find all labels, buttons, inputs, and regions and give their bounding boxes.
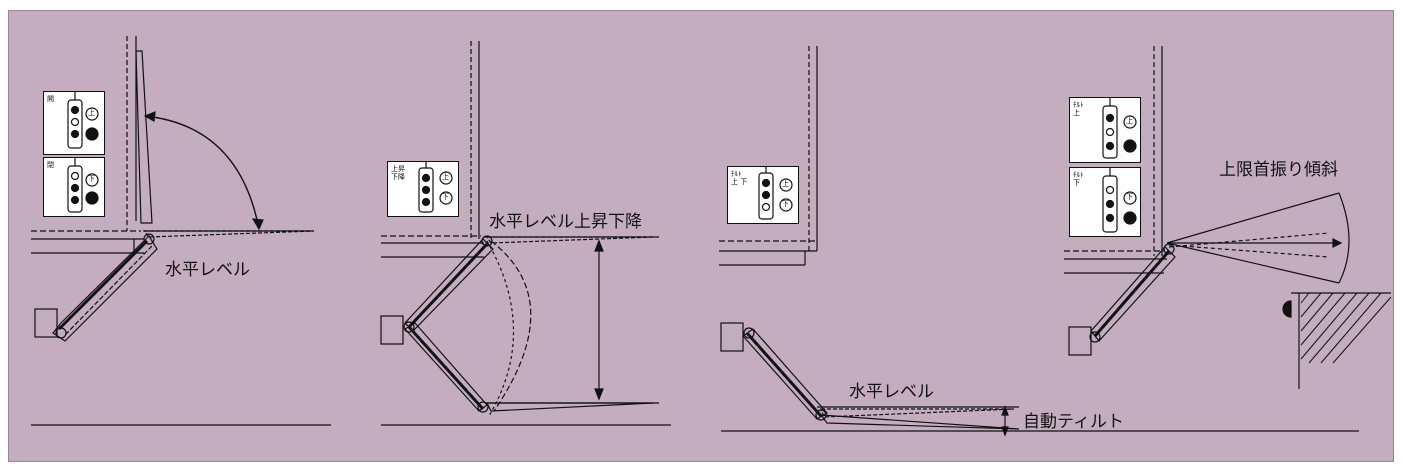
pendant-control-icon [418,162,453,213]
mechanism-drawings [31,36,1392,437]
up-button-label: 上 [88,109,95,117]
panel-1-drawing [31,36,331,426]
pendant-control-icon [1102,168,1137,233]
down-button-label: 下 [88,175,95,183]
pendant-control-icon [67,158,99,213]
pendant-control-icon [758,167,793,220]
label-auto-tilt: 自動ティルト [1023,412,1124,432]
pendant-tilt: ﾁﾙﾄ 上 下 上 下 [727,166,799,224]
up-button-label: 上 [442,173,449,181]
label-horizontal-level-1: 水平レベル [165,260,250,280]
down-button-label: 下 [1126,193,1133,201]
pendant-tilt-down: ﾁﾙﾄ 下 下 [1069,167,1141,237]
label-upper-limit-swing: 上限首振り傾斜 [1219,160,1338,180]
pendant-label: ﾁﾙﾄ 上 下 [731,170,748,186]
up-button-label: 上 [1126,117,1133,125]
down-button-label: 下 [442,193,449,201]
down-button-label: 下 [782,200,789,208]
pendant-label: ﾁﾙﾄ 下 [1073,171,1084,187]
diagram-panel: 開 上 閉 下 [8,10,1394,462]
pendant-tilt-up: ﾁﾙﾄ 上 上 [1069,97,1141,163]
label-horizontal-level-2: 水平レベル [849,382,934,402]
panel-2-drawing [380,41,671,426]
pendant-control-icon [67,92,99,149]
label-level-raise-lower: 水平レベル上昇下降 [489,212,642,232]
pendant-label: ﾁﾙﾄ 上 [1073,101,1084,117]
pendant-open: 開 上 [43,91,105,155]
pendant-raise-lower: 上昇 下降 上 下 [387,161,459,217]
panel-4-drawing [1064,46,1392,389]
pendant-control-icon [1102,98,1137,159]
pendant-label: 閉 [47,161,54,169]
pendant-label: 開 [47,95,54,103]
panel-3-drawing [719,46,1359,437]
pendant-close: 閉 下 [43,157,105,217]
up-button-label: 上 [782,180,789,188]
pendant-label: 上昇 下降 [391,165,405,181]
